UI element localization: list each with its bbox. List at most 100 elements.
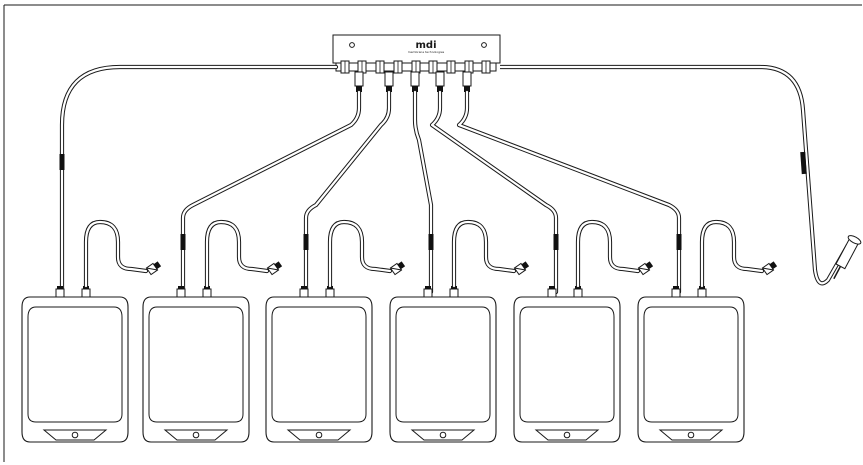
needle-holder-rim: [847, 235, 862, 245]
bag-2-port-1: [176, 288, 186, 298]
clamp-bag-6: [676, 234, 682, 250]
blood-bag-6: [637, 219, 778, 443]
bag-6-luer-connector-mark: [762, 267, 774, 271]
bag-1-port-1-cap: [57, 286, 63, 289]
clamp-bag-4: [428, 234, 434, 250]
needle-tip: [833, 266, 842, 280]
bag-3-hang-hole: [315, 431, 323, 439]
bag-2-hang-tab: [163, 429, 229, 441]
bag-3-luer-connector: [389, 261, 406, 276]
clamp-bag-2: [180, 234, 186, 250]
manifold-outlet-1: [354, 71, 364, 87]
bag-2-seam: [148, 306, 244, 423]
bag-1-seam: [27, 306, 123, 423]
tube-bag-6-inner: [457, 90, 681, 294]
bag-3-port-1-cap: [301, 286, 307, 289]
bag-6-seam: [643, 306, 739, 423]
bag-5-luer-connector: [637, 261, 654, 276]
blood-bag-3: [265, 219, 406, 443]
blood-bag-5: [513, 219, 654, 443]
bag-1-luer-connector-mark: [146, 267, 158, 271]
manifold-block: [332, 34, 501, 64]
needle-holder: [833, 235, 862, 280]
manifold-outlet-3: [410, 71, 420, 87]
bag-1-luer-connector: [145, 261, 162, 276]
bag-3-port-2: [325, 288, 335, 298]
bag-3-hang-tab: [286, 429, 352, 441]
bag-5-port-1: [547, 288, 557, 298]
bag-6-pigtail-inner: [700, 220, 764, 288]
bag-6-luer-connector: [761, 261, 778, 276]
manifold-outlet-2: [384, 71, 394, 87]
bag-4-hang-hole: [439, 431, 447, 439]
manifold-outlet-valve-4: [437, 86, 443, 92]
bag-4-luer-connector-cap: [521, 261, 530, 270]
bag-1-luer-connector-cap: [153, 261, 162, 270]
bag-6-hang-tab: [658, 429, 724, 441]
bag-5-seam: [519, 306, 615, 423]
tube-bag-4-inner: [413, 90, 433, 294]
bag-1-hang-hole: [71, 431, 79, 439]
bag-5-luer-connector-cap: [645, 261, 654, 270]
tube-main-bag-1-inner: [60, 65, 338, 294]
bag-2-pigtail-inner: [205, 220, 269, 288]
clamp-bag-1: [59, 154, 65, 170]
sampling-tube-inner: [500, 65, 849, 285]
bag-2-port-2: [202, 288, 212, 298]
bag-2-luer-connector-mark: [267, 267, 279, 271]
manifold-mount-hole-right: [481, 42, 487, 48]
clamp-bag-3: [303, 234, 309, 250]
manifold: mdi membrane technologies: [332, 34, 501, 92]
bag-4-port-1: [423, 288, 433, 298]
tube-bag-2-outer: [180, 89, 362, 295]
bag-3-luer-connector-cap: [397, 261, 406, 270]
manifold-outlet-4: [435, 71, 445, 87]
manifold-logo: mdi: [415, 40, 436, 51]
bag-3-luer-connector-mark: [390, 267, 402, 271]
tube-bag-6-outer: [456, 89, 682, 295]
bag-3-seam: [271, 306, 367, 423]
bag-row: [21, 219, 778, 443]
bag-5-port-1-cap: [549, 286, 555, 289]
bag-5-hang-hole: [563, 431, 571, 439]
bag-3-pigtail-inner: [328, 220, 392, 288]
bag-5-outline: [513, 296, 621, 443]
blood-bag-4: [389, 219, 530, 443]
bag-3-outline: [265, 296, 373, 443]
bag-2-port-1-cap: [178, 286, 184, 289]
manifold-outlet-valve-1: [356, 86, 362, 92]
bag-1-pigtail-inner: [84, 220, 148, 288]
frame-border: [3, 4, 862, 462]
bag-4-outline: [389, 296, 497, 443]
sampling-tube-outer: [500, 64, 850, 286]
clamp-bag-5: [553, 234, 559, 250]
bag-1-outline: [21, 296, 129, 443]
bag-4-port-2: [449, 288, 459, 298]
blood-bag-1: [21, 219, 162, 443]
manifold-outlet-valve-2: [386, 86, 392, 92]
manifold-ports: [340, 60, 491, 92]
bag-2-hang-hole: [192, 431, 200, 439]
bag-6-luer-connector-cap: [769, 261, 778, 270]
tube-bag-5-inner: [430, 90, 558, 294]
bag-6-hang-hole: [687, 431, 695, 439]
manifold-logo-subtext: membrane technologies: [408, 50, 445, 54]
bag-6-port-1: [671, 288, 681, 298]
bag-1-port-2: [81, 288, 91, 298]
bag-4-seam: [395, 306, 491, 423]
tube-bag-2-inner: [181, 90, 361, 294]
tube-bag-3-outer: [303, 89, 392, 295]
bag-5-port-2: [573, 288, 583, 298]
sampling-line-clamp: [800, 151, 807, 175]
tube-bag-3-inner: [304, 90, 391, 294]
sampling-line: [500, 64, 862, 286]
bag-6-port-2: [697, 288, 707, 298]
bag-5-luer-connector-mark: [638, 267, 650, 271]
tube-main-bag-1-outer: [59, 64, 339, 295]
tubing-network: [59, 64, 682, 295]
bag-6-port-1-cap: [673, 286, 679, 289]
manifold-outlet-valve-3: [412, 86, 418, 92]
bag-2-luer-connector-cap: [274, 261, 283, 270]
